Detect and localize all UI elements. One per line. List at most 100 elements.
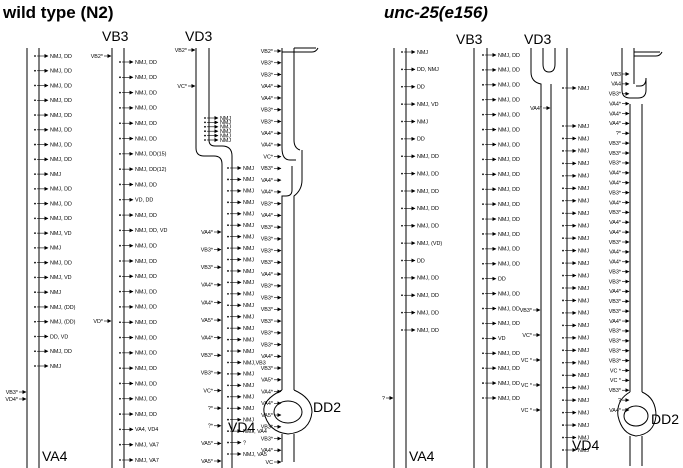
vb3-output-left-label: NMJ, DD (135, 412, 157, 418)
vb3-output-left-dot (119, 428, 121, 431)
dd2-input-right-label: VB3* (609, 161, 622, 167)
vb3-output-right-label: NMJ, DD (498, 157, 520, 163)
vd4-output-right-dot (562, 424, 564, 426)
va4-output-left-label: NMJ, DD (50, 69, 72, 75)
vd4-output-left-dot (227, 212, 229, 215)
vd4-output-right-dot (562, 187, 564, 190)
dd2-input-left-label: VA4* (261, 213, 274, 219)
dd2-input-left-label: VA4* (261, 354, 274, 360)
va4-output-left-dot (34, 261, 36, 264)
vb3-output-left-dot (119, 397, 121, 400)
vb3-output-right-label: VD (498, 336, 506, 342)
dd2-input-left-label: VA4* (261, 143, 274, 149)
vd4-output-right-label: NMJ (578, 423, 589, 429)
vd4-output-left-dot (227, 327, 229, 330)
vd4-output-left-label: NMJ (243, 269, 254, 275)
vb3-output-right-label: NMJ, DD (498, 396, 520, 402)
va4-output-right-label: NMJ, DD (417, 328, 439, 334)
va4-output-right-dot (401, 311, 403, 314)
label-vb3-right: VB3 (456, 31, 483, 47)
dd2-input-right-label: VC * (610, 378, 622, 384)
vd4-output-right-label: NMJ (578, 336, 589, 342)
vd4-output-right-label: NMJ (578, 199, 589, 205)
va4-output-right-dot (401, 85, 403, 88)
vd4-input-left-label: VB3* (201, 371, 214, 377)
vd4-output-right-dot (562, 249, 564, 252)
vb3-output-right-label: NMJ, DD (498, 351, 520, 357)
vb3-output-right-dot (482, 307, 484, 310)
dd2-input-right-label: VA4* (609, 319, 622, 325)
dd2-input-left-label: VA5* (261, 378, 274, 384)
vb3-output-right-label: DD (498, 276, 506, 282)
vd4-output-left-dot (227, 201, 229, 204)
vd4-output-right-label: NMJ (578, 373, 589, 379)
title-unc-25: unc-25(e156) (384, 3, 488, 22)
vd4-output-left-label: NMJ (243, 246, 254, 252)
dd2-input-right-label: VB3* (609, 190, 622, 196)
vb3-output-right-dot (482, 143, 484, 146)
label-va4-left: VA4 (42, 448, 68, 464)
vd4-input-right-label: VC * (521, 358, 533, 364)
va4-output-left-label: NMJ (50, 290, 61, 296)
vb3-output-right-dot (482, 98, 484, 101)
vd3-output-left-dot (204, 130, 206, 133)
vd3-output-left-label: NMJ (220, 138, 231, 144)
va4-output-left-dot (34, 114, 36, 116)
vd4-output-left-label: NMJ (243, 189, 254, 195)
dd2-loop-left (281, 150, 303, 390)
vd4-input-left-label: VB3* (201, 353, 214, 359)
vd3-output-left-label: NMJ (220, 133, 231, 139)
vb3-output-right-label: NMJ, DD (498, 68, 520, 74)
dd2-process-right (621, 48, 647, 99)
vd4-output-right-dot (562, 199, 564, 202)
va4-output-right-label: NMJ, DD (417, 154, 439, 160)
dd2-tail-left (281, 434, 295, 462)
va4-output-left-dot (34, 291, 36, 294)
va4-output-left-dot (34, 69, 36, 72)
vd4-output-left-dot (227, 430, 229, 433)
va4-output-left-label: NMJ, DD (50, 260, 72, 266)
va4-output-left-dot (34, 99, 36, 102)
va4-output-left-label: NMJ, (DD) (50, 320, 76, 326)
vd4-output-left-label: NMJ (243, 280, 254, 286)
dd2-input-left-label: VB3* (261, 436, 274, 442)
dd2-input-right-label: VB3* (609, 279, 622, 285)
va4-output-left-dot (34, 350, 36, 353)
va4-output-right-label: NMJ (417, 119, 428, 125)
vb3-output-left-label: NMJ, DD (135, 289, 157, 295)
va4-output-left-label: NMJ, DD (50, 187, 72, 193)
vd4-output-left-label: NMJ (243, 166, 254, 172)
vd4-input-left-label: ?* (208, 424, 214, 430)
dd2-input-left-label: VB3* (261, 307, 274, 313)
va4-output-left-dot (34, 335, 36, 338)
vb3-output-left-label: NMJ, DD (135, 182, 157, 188)
vb3-output-left-label: NMJ, DD (135, 75, 157, 81)
vb3-output-left-dot (119, 152, 121, 155)
vd4-output-right-label: NMJ (578, 410, 589, 416)
dd2-input-right-label: VB3* (609, 388, 622, 394)
vd4-output-right-dot (562, 274, 564, 277)
va4-output-left-label: DD, VD (50, 334, 68, 340)
vd4-output-left-dot (227, 167, 229, 169)
vb3-output-right-dot (482, 158, 484, 161)
vd4-output-left-label: NMJ (243, 177, 254, 183)
vd4-output-left-dot (227, 361, 229, 364)
dd2-soma-outer-right (617, 391, 657, 437)
va4-output-right-label: NMJ, DD (417, 310, 439, 316)
va4-output-left-dot (34, 143, 36, 146)
vd4-output-left-label: NMJ (243, 315, 254, 321)
dd2-input-left-label: VA4* (261, 401, 274, 407)
vd4-output-left-dot (227, 418, 229, 421)
va4-output-right-label: DD (417, 85, 425, 91)
va4-output-left-label: NMJ, DD (50, 54, 72, 60)
vb3-output-right-dot (482, 262, 484, 265)
va4-output-left-label: NMJ, DD (50, 83, 72, 89)
vb3-output-left-dot (119, 229, 121, 232)
vb3-output-left-label: NMJ, DD (135, 397, 157, 403)
left-synapse-annotations: NMJ, DD NMJ, DD NMJ, DD NMJ, DD NMJ, DD NMJ, … (5, 48, 282, 466)
vb3-output-left-dot (119, 137, 121, 140)
va4-output-left-label: NMJ, (DD) (50, 305, 76, 311)
dd2-input-right-label: VB3* (609, 141, 622, 147)
vb3-output-right-label: NMJ, DD (498, 381, 520, 387)
